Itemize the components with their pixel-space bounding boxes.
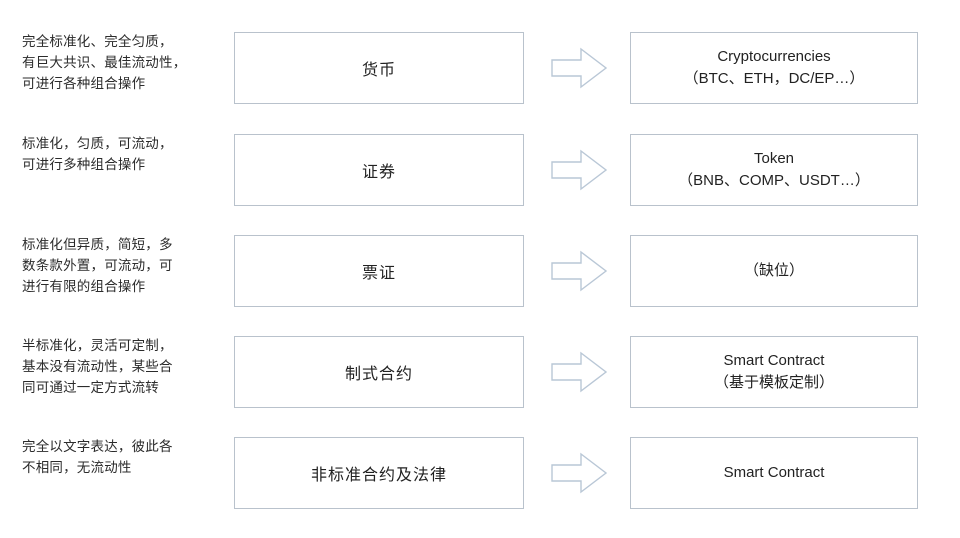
right-arrow-icon — [551, 250, 607, 292]
right-arrow-icon — [551, 351, 607, 393]
target-category-label: Smart Contract （基于模板定制） — [713, 352, 834, 391]
source-category-box: 票证 — [234, 235, 524, 307]
source-category-box: 制式合约 — [234, 336, 524, 408]
target-category-box: Smart Contract （基于模板定制） — [630, 336, 918, 408]
target-category-box: Cryptocurrencies （BTC、ETH，DC/EP…） — [630, 32, 918, 104]
row-description: 标准化，匀质，可流动， 可进行多种组合操作 — [22, 136, 173, 172]
target-category-box: （缺位） — [630, 235, 918, 307]
row-description: 完全以文字表达，彼此各 不相同，无流动性 — [22, 439, 173, 475]
target-category-label: Token （BNB、COMP、USDT…） — [678, 150, 870, 189]
source-category-box: 货币 — [234, 32, 524, 104]
diagram-row: 标准化但异质，简短，多 数条款外置，可流动，可 进行有限的组合操作 票证 （缺位… — [0, 235, 960, 307]
target-category-label: Smart Contract — [723, 464, 825, 482]
source-category-label: 非标准合约及法律 — [310, 467, 447, 484]
right-arrow-icon — [551, 47, 607, 89]
source-category-box: 证券 — [234, 134, 524, 206]
row-description: 半标准化，灵活可定制， 基本没有流动性，某些合 同可通过一定方式流转 — [22, 338, 173, 395]
diagram-row: 半标准化，灵活可定制， 基本没有流动性，某些合 同可通过一定方式流转 制式合约 … — [0, 336, 960, 408]
source-category-label: 货币 — [361, 62, 396, 79]
target-category-label: （缺位） — [743, 262, 804, 280]
source-category-label: 制式合约 — [344, 366, 413, 383]
target-category-box: Smart Contract — [630, 437, 918, 509]
row-description: 完全标准化、完全匀质， 有巨大共识、最佳流动性， 可进行各种组合操作 — [22, 34, 187, 91]
source-category-label: 票证 — [361, 265, 396, 282]
source-category-label: 证券 — [361, 164, 396, 181]
target-category-label: Cryptocurrencies （BTC、ETH，DC/EP…） — [683, 48, 865, 87]
right-arrow-icon — [551, 452, 607, 494]
diagram-row: 完全以文字表达，彼此各 不相同，无流动性 非标准合约及法律 Smart Cont… — [0, 437, 960, 509]
row-description: 标准化但异质，简短，多 数条款外置，可流动，可 进行有限的组合操作 — [22, 237, 173, 294]
diagram-row: 标准化，匀质，可流动， 可进行多种组合操作 证券 Token （BNB、COMP… — [0, 134, 960, 206]
source-category-box: 非标准合约及法律 — [234, 437, 524, 509]
diagram-row: 完全标准化、完全匀质， 有巨大共识、最佳流动性， 可进行各种组合操作 货币 Cr… — [0, 32, 960, 104]
right-arrow-icon — [551, 149, 607, 191]
target-category-box: Token （BNB、COMP、USDT…） — [630, 134, 918, 206]
